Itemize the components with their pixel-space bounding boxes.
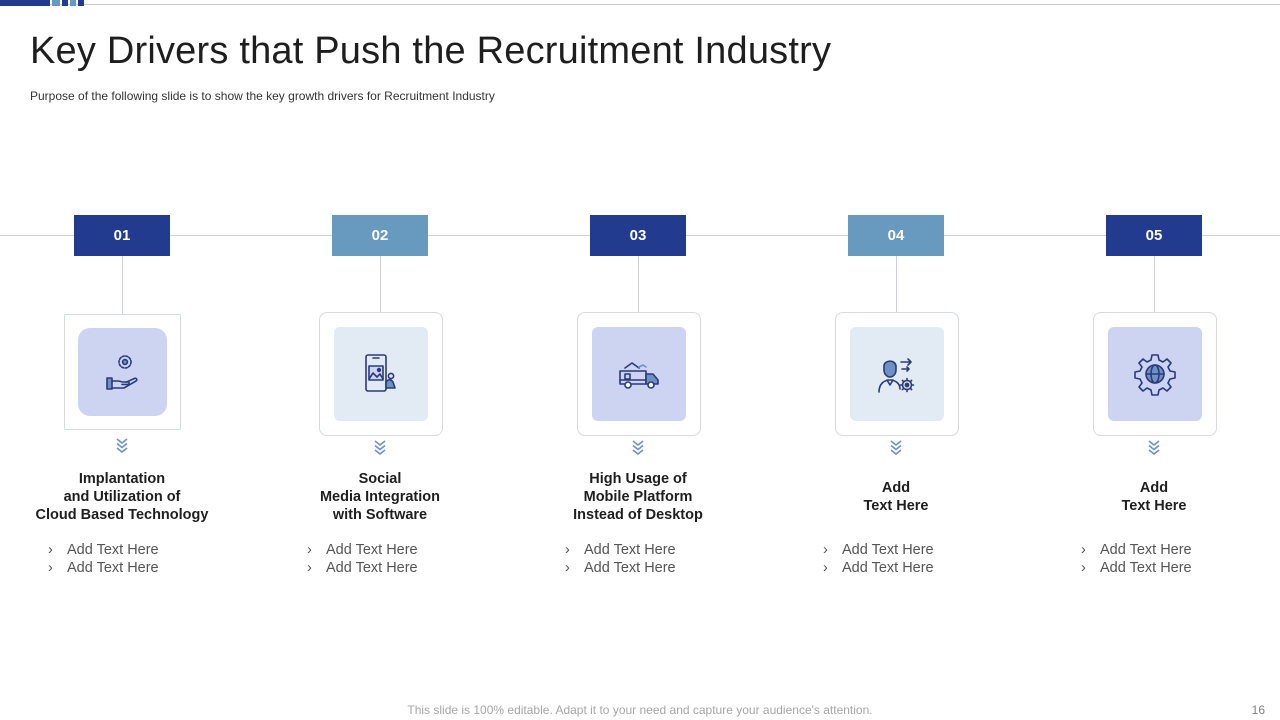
list-item: ›Add Text Here — [1081, 542, 1192, 558]
driver-column-01: 01 Implantation and Utilization of Cloud… — [2, 0, 242, 720]
icon-card — [319, 312, 443, 436]
list-item: ›Add Text Here — [48, 542, 159, 558]
chevron-right-icon: › — [307, 542, 312, 558]
driver-column-05: 05 Add Text Here ›Add Text Here ›Add Tex… — [1034, 0, 1274, 720]
chevron-right-icon: › — [565, 560, 570, 576]
delivery-truck-icon — [619, 362, 659, 389]
driver-bullets: ›Add Text Here ›Add Text Here — [1081, 541, 1192, 577]
driver-number-badge: 03 — [590, 215, 686, 256]
driver-column-02: 02 Social Media Integration with Softwar… — [260, 0, 500, 720]
top-rule — [0, 4, 1280, 5]
icon-tile — [592, 327, 686, 421]
page-subtitle: Purpose of the following slide is to sho… — [30, 89, 495, 103]
chevron-right-icon: › — [48, 542, 53, 558]
footer-note: This slide is 100% editable. Adapt it to… — [407, 703, 873, 717]
list-item: ›Add Text Here — [307, 560, 418, 576]
list-item: ›Add Text Here — [48, 560, 159, 576]
recruiter-with-gear-icon — [878, 358, 915, 393]
connector-line — [122, 256, 123, 314]
driver-number-badge: 01 — [74, 215, 170, 256]
driver-heading: Implantation and Utilization of Cloud Ba… — [35, 471, 209, 523]
driver-number-badge: 04 — [848, 215, 944, 256]
top-accent-navy-2 — [62, 0, 68, 6]
driver-bullets: ›Add Text Here ›Add Text Here — [48, 541, 159, 577]
icon-card — [64, 314, 181, 430]
driver-heading: Add Text Here — [863, 480, 929, 514]
list-item: ›Add Text Here — [823, 542, 934, 558]
driver-heading: Add Text Here — [1121, 480, 1187, 514]
chevron-right-icon: › — [565, 542, 570, 558]
driver-heading: Social Media Integration with Software — [319, 471, 441, 523]
list-item: ›Add Text Here — [565, 560, 676, 576]
chevron-down-icon — [632, 440, 644, 455]
driver-column-04: 04 Add Text Here ›Add Text Here ›Add Tex… — [776, 0, 1016, 720]
driver-number-badge: 02 — [332, 215, 428, 256]
connector-line — [1154, 256, 1155, 312]
driver-number-badge: 05 — [1106, 215, 1202, 256]
top-accent-steel — [52, 0, 60, 6]
chevron-right-icon: › — [823, 560, 828, 576]
connector-line — [896, 256, 897, 312]
driver-bullets: ›Add Text Here ›Add Text Here — [565, 541, 676, 577]
page-number: 16 — [1251, 703, 1265, 717]
page-title: Key Drivers that Push the Recruitment In… — [30, 30, 832, 72]
list-item: ›Add Text Here — [565, 542, 676, 558]
driver-bullets: ›Add Text Here ›Add Text Here — [823, 541, 934, 577]
chevron-down-icon — [116, 438, 128, 453]
icon-card — [577, 312, 701, 436]
list-item: ›Add Text Here — [823, 560, 934, 576]
chevron-down-icon — [890, 440, 902, 455]
icon-tile — [334, 327, 428, 421]
chevron-right-icon: › — [48, 560, 53, 576]
chevron-right-icon: › — [1081, 542, 1086, 558]
chevron-down-icon — [374, 440, 386, 455]
hand-holding-gear-icon — [105, 355, 138, 390]
chevron-right-icon: › — [823, 542, 828, 558]
list-item: ›Add Text Here — [1081, 560, 1192, 576]
chevron-right-icon: › — [307, 560, 312, 576]
chevron-down-icon — [1148, 440, 1160, 455]
icon-card — [835, 312, 959, 436]
top-accent-navy — [0, 0, 50, 6]
driver-heading: High Usage of Mobile Platform Instead of… — [573, 471, 703, 523]
connector-line — [380, 256, 381, 312]
mobile-social-media-icon — [365, 354, 396, 392]
icon-tile — [850, 327, 944, 421]
icon-card — [1093, 312, 1217, 436]
connector-line — [638, 256, 639, 312]
driver-column-03: 03 High Usage of Mobile Platform Instead… — [518, 0, 758, 720]
icon-tile — [1108, 327, 1202, 421]
gear-with-globe-icon — [1134, 354, 1176, 396]
list-item: ›Add Text Here — [307, 542, 418, 558]
driver-bullets: ›Add Text Here ›Add Text Here — [307, 541, 418, 577]
top-accent-steel-2 — [70, 0, 76, 6]
icon-tile — [78, 328, 167, 416]
top-accent-navy-3 — [78, 0, 84, 6]
chevron-right-icon: › — [1081, 560, 1086, 576]
